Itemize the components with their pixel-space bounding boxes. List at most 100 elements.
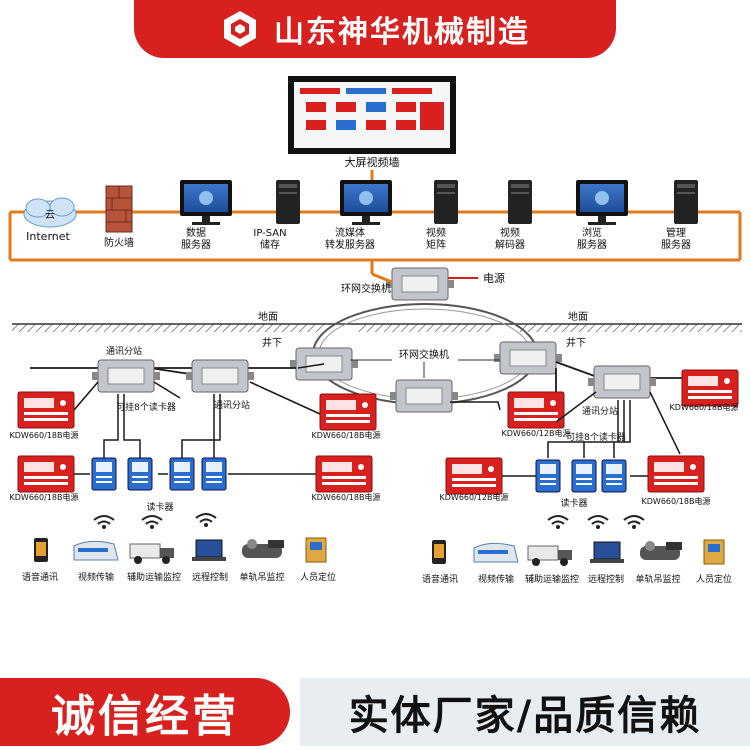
firewall-icon <box>105 185 133 233</box>
left-item-3: 辅助运输监控 <box>127 571 181 583</box>
right-psu-d-icon <box>647 455 705 493</box>
right-wifi-2-icon <box>587 515 609 530</box>
footer-right-badge: 实体厂家/品质信赖 <box>300 678 750 746</box>
right-psu-b-label: KDW660/12B电源 <box>502 428 571 438</box>
left-psu-c-label: KDW660/18B电源 <box>10 492 79 502</box>
left-train-icon <box>73 540 119 561</box>
right-laptop-icon <box>590 541 624 563</box>
internet-cloud-icon <box>23 197 77 228</box>
left-item-6: 人员定位 <box>300 571 336 583</box>
right-item-2: 视频传输 <box>478 573 514 585</box>
cloud-glyph: 云 <box>45 210 55 221</box>
left-psu-c-icon <box>17 455 75 493</box>
header-banner: 山东神华机械制造 <box>0 0 750 62</box>
left-reader-label: 读卡器 <box>146 501 173 513</box>
left-truck-icon <box>129 543 174 564</box>
ring-switch-right-icon <box>493 341 563 375</box>
management-server-tower-icon <box>674 180 698 224</box>
right-item-6: 人员定位 <box>696 573 732 585</box>
right-reader-2-icon <box>571 459 597 493</box>
header-red-bar: 山东神华机械制造 <box>134 0 616 58</box>
footer-left-badge: 诚信经营 <box>0 678 290 746</box>
right-train-icon <box>473 542 519 563</box>
left-reader-3-icon <box>169 457 195 491</box>
video-wall-screen <box>288 76 456 154</box>
ground-label-right: 地面 <box>568 310 588 323</box>
right-psu-c-icon <box>445 457 503 495</box>
left-reader-1-icon <box>91 457 117 491</box>
company-name: 山东神华机械制造 <box>274 15 530 50</box>
server-label-4a: 视频 <box>426 226 446 239</box>
left-item-4: 远程控制 <box>192 571 228 583</box>
right-hang8-label: 可挂8个读卡器 <box>566 431 626 443</box>
left-item-2: 视频传输 <box>78 571 114 583</box>
left-psu-b-label: KDW660/18B电源 <box>312 430 381 440</box>
left-psu-a-icon <box>17 391 75 429</box>
right-psu-a-label: KDW660/18B电源 <box>670 402 739 412</box>
left-wifi-2-icon <box>141 515 163 530</box>
left-station-2-label: 通讯分站 <box>214 399 250 411</box>
right-psu-a-icon <box>681 369 739 407</box>
underground-label-right: 井下 <box>566 336 586 349</box>
right-item-4: 远程控制 <box>588 573 624 585</box>
footer-left-text: 诚信经营 <box>51 691 239 742</box>
left-item-5: 单轨吊监控 <box>239 571 284 583</box>
footer-banner: 诚信经营 实体厂家/品质信赖 <box>0 670 750 750</box>
power-label: 电源 <box>483 271 505 285</box>
server-label-7a: 管理 <box>666 226 686 239</box>
left-monorail-icon <box>242 539 284 558</box>
right-comm-station-icon <box>587 365 657 399</box>
video-decoder-tower-icon <box>508 180 532 224</box>
ring-switch-bottom-icon <box>389 379 459 413</box>
company-logo-icon <box>224 11 256 47</box>
right-item-3: 辅助运输监控 <box>525 573 579 585</box>
left-wifi-1-icon <box>93 515 115 530</box>
server-label-1b: 服务器 <box>181 238 211 251</box>
server-label-2a: IP-SAN <box>253 228 286 239</box>
right-truck-icon <box>527 545 572 566</box>
right-wifi-3-icon <box>623 515 645 530</box>
right-item-1: 语音通讯 <box>422 573 458 585</box>
right-phone-icon <box>432 540 446 564</box>
server-label-5b: 解码器 <box>495 238 525 251</box>
server-label-1a: 数据 <box>186 226 206 239</box>
browse-server-monitor-icon <box>576 180 628 225</box>
data-server-monitor-icon <box>180 180 232 225</box>
right-reader-3-icon <box>601 459 627 493</box>
right-person-locator-icon <box>703 539 725 565</box>
server-label-4b: 矩阵 <box>426 238 446 251</box>
network-diagram: 大屏视频墙 云 Internet 防火墙 数据 服务器 IP-SAN 储存 流媒… <box>8 76 742 585</box>
server-label-6b: 服务器 <box>577 238 607 251</box>
video-wall-label: 大屏视频墙 <box>345 155 400 169</box>
footer-right-text: 实体厂家/品质信赖 <box>348 693 702 739</box>
streaming-server-monitor-icon <box>340 180 392 225</box>
left-comm-station-2-icon <box>185 359 255 393</box>
right-psu-b-icon <box>507 391 565 429</box>
right-monorail-icon <box>640 541 682 560</box>
left-station-1-label: 通讯分站 <box>106 345 142 357</box>
underground-ring-switch-label: 环网交换机 <box>399 348 449 361</box>
left-person-locator-icon <box>305 537 327 563</box>
left-laptop-icon <box>192 539 226 561</box>
left-reader-2-icon <box>127 457 153 491</box>
server-label-3b: 转发服务器 <box>325 238 375 251</box>
right-reader-label: 读卡器 <box>560 497 587 509</box>
left-psu-a-label: KDW660/18B电源 <box>10 430 79 440</box>
left-psu-d-icon <box>315 455 373 493</box>
server-label-2b: 储存 <box>260 238 280 251</box>
internet-label: Internet <box>26 230 70 243</box>
left-psu-b-icon <box>319 393 377 431</box>
left-comm-station-1-icon <box>91 359 161 393</box>
underground-label-left: 井下 <box>262 336 282 349</box>
server-label-6a: 浏览 <box>582 226 602 239</box>
video-matrix-tower-icon <box>434 180 458 224</box>
ip-san-tower-icon <box>276 180 300 224</box>
right-item-5: 单轨吊监控 <box>635 573 680 585</box>
surface-ring-switch-label: 环网交换机 <box>341 282 391 295</box>
right-reader-1-icon <box>535 459 561 493</box>
left-item-1: 语音通讯 <box>22 571 58 583</box>
server-label-7b: 服务器 <box>661 238 691 251</box>
right-wifi-1-icon <box>547 515 569 530</box>
left-psu-d-label: KDW660/18B电源 <box>312 492 381 502</box>
left-phone-icon <box>34 538 48 562</box>
